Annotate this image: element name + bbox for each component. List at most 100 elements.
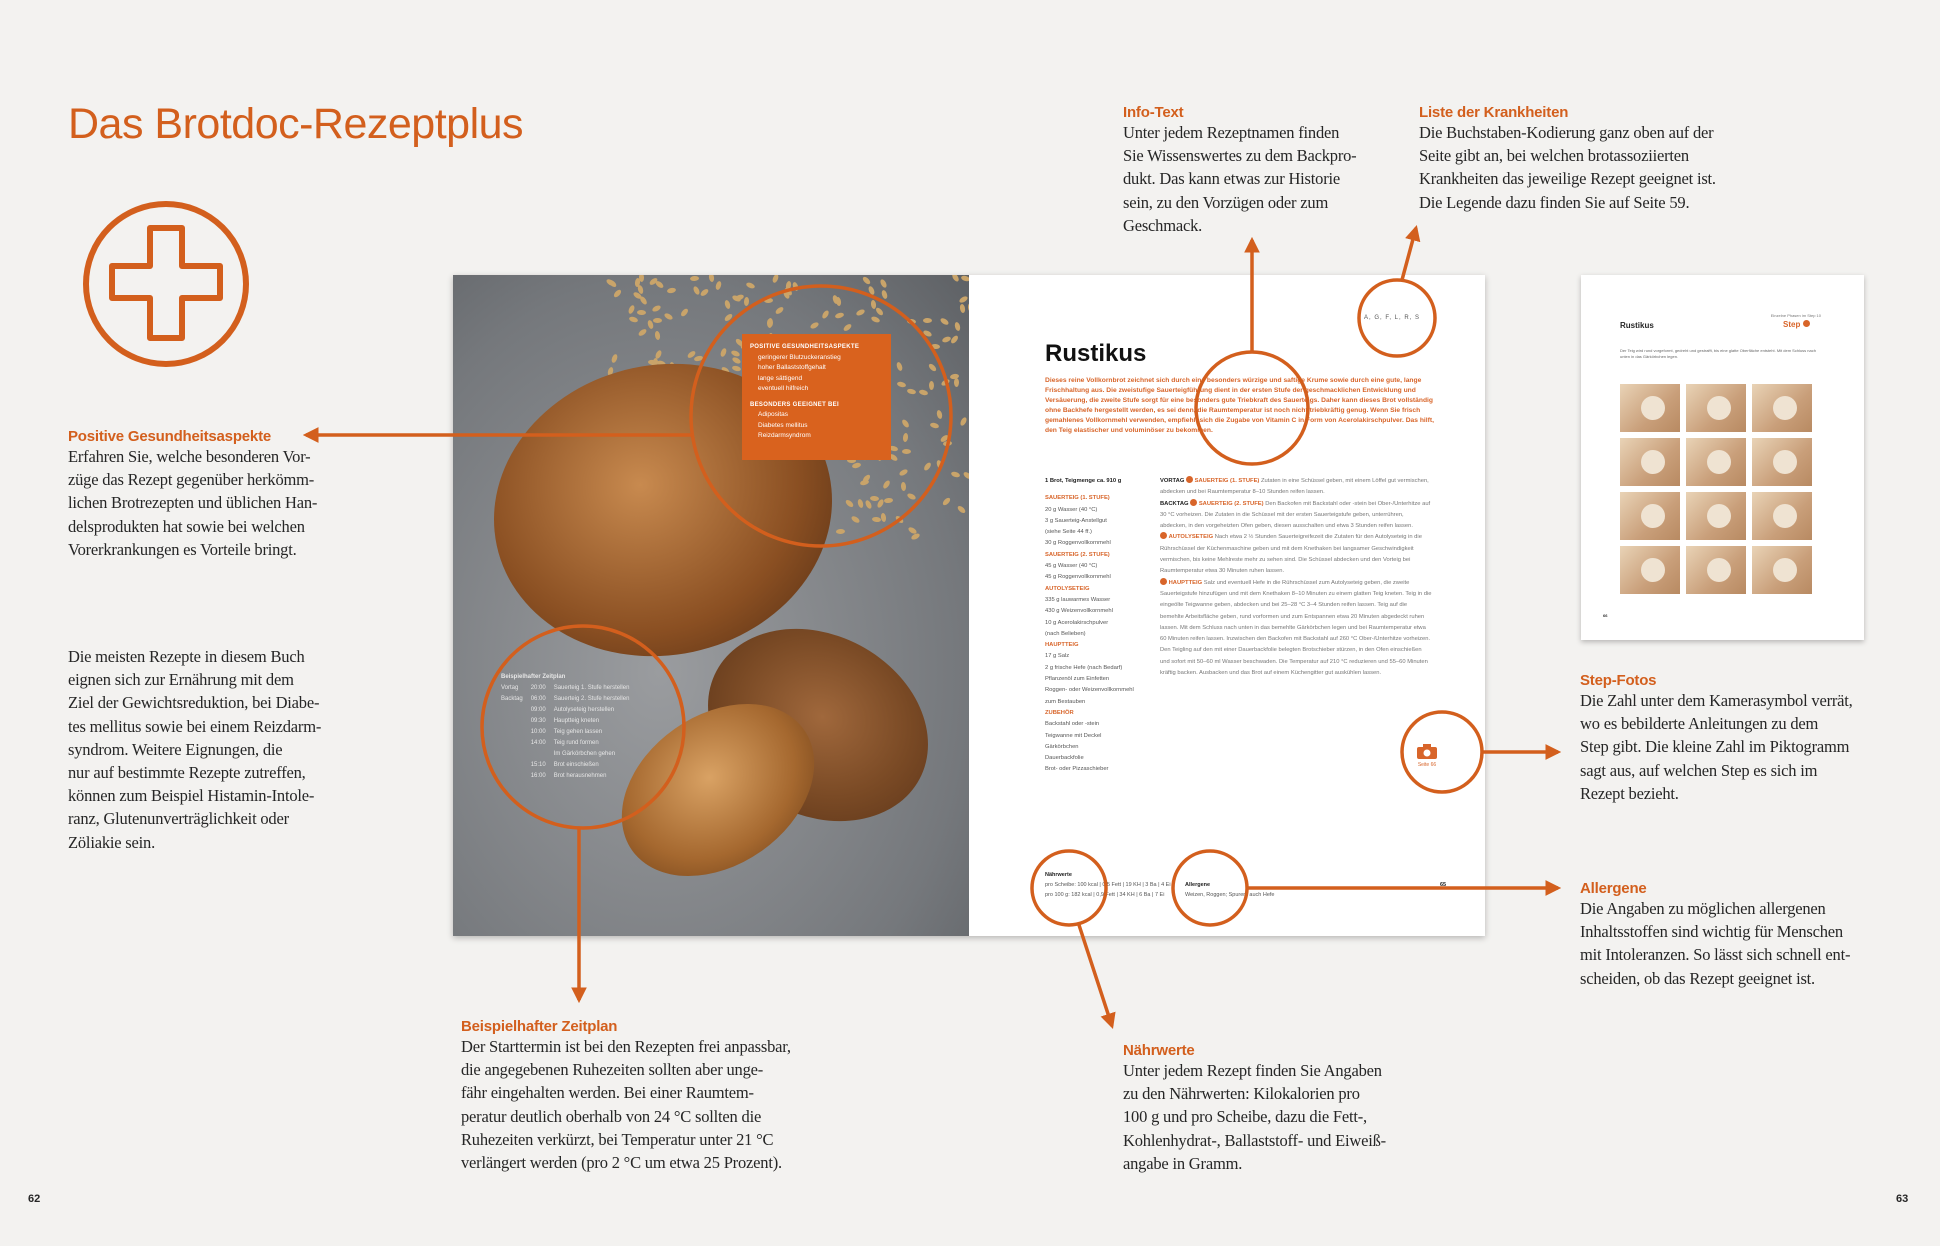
callout-allergene: Allergene Die Angaben zu möglichen aller… — [1580, 880, 1850, 990]
ingredient-line: HAUPTTEIG — [1045, 642, 1079, 649]
grain — [835, 296, 842, 307]
schedule-table: Vortag 20:00 Sauerteig 1. Stufe herstellen… — [501, 683, 637, 782]
schedule-cell: Autolyseteig herstellen — [553, 707, 615, 713]
grain — [855, 308, 866, 317]
grain — [939, 316, 950, 326]
step-day: VORTAG — [1160, 478, 1185, 484]
grain — [785, 280, 792, 291]
schedule-cell: Sauerteig 2. Stufe herstellen — [553, 696, 630, 702]
text-line: Kohlenhydrat-, Ballaststoff- und Eiweiß- — [1123, 1130, 1386, 1150]
text-line: eignen sich zur Ernährung mit dem — [68, 670, 294, 690]
schedule-cell: Vortag — [501, 685, 519, 691]
grain — [929, 381, 935, 391]
grain — [844, 498, 855, 509]
step-photo — [1686, 546, 1746, 594]
text-line: züge das Rezept gegenüber herkömm- — [68, 470, 315, 490]
schedule-row: Vortag 20:00 Sauerteig 1. Stufe herstellen — [501, 683, 637, 694]
ingredient-line: SAUERTEIG (2. STUFE) — [1045, 551, 1110, 558]
callout-general: Die meisten Rezepte in diesem Buch eignen… — [68, 645, 321, 854]
nutrition-heading: Nährwerte — [1045, 872, 1072, 878]
schedule-cell: Teig gehen lassen — [553, 729, 603, 735]
text-line: Die meisten Rezepte in diesem Buch — [68, 647, 305, 666]
schedule-cell — [501, 771, 531, 782]
grain — [922, 460, 933, 472]
schedule-cell — [501, 760, 531, 771]
schedule-cell: 20:00 — [530, 685, 546, 691]
grain — [894, 514, 905, 525]
grain — [883, 497, 893, 504]
grain — [766, 318, 773, 329]
grain — [953, 321, 961, 332]
callout-text: Die meisten Rezepte in diesem Buch eignen… — [68, 645, 321, 854]
thumb-text: Der Teig wird rund vorgeformt, gedreht u… — [1620, 348, 1816, 359]
grain — [791, 281, 800, 292]
callout-naehrwerte: Nährwerte Unter jedem Rezept finden Sie … — [1123, 1042, 1386, 1175]
recipe-step: AUTOLYSETEIG Nach etwa 2 ½ Stunden Sauer… — [1160, 532, 1432, 577]
thumb-overline: Einzelne Phasen im Step 10 — [1770, 313, 1821, 318]
step-photo — [1620, 438, 1680, 486]
arrow-naehrwerte — [1077, 924, 1116, 1029]
grain — [651, 304, 662, 313]
grain — [612, 288, 623, 299]
text-line: Die Buchstaben-Kodierung ganz oben auf d… — [1419, 123, 1714, 142]
grain — [842, 323, 853, 333]
callout-text: Die Zahl unter dem Kamerasymbol verrät,w… — [1580, 689, 1853, 805]
grain — [869, 495, 879, 502]
callout-heading: Beispielhafter Zeitplan — [461, 1018, 618, 1035]
ingredient-line: Gärkörbchen — [1045, 743, 1079, 750]
text-line: Diabetes mellitus — [758, 421, 808, 429]
recipe-intro: Dieses reine Vollkornbrot zeichnet sich … — [1045, 377, 1434, 435]
grain — [731, 364, 742, 373]
grain — [949, 334, 960, 345]
schedule-cell: Sauerteig 1. Stufe herstellen — [553, 685, 630, 691]
health-aspects-box: POSITIVE GESUNDHEITSASPEKTE geringerer B… — [742, 334, 891, 460]
grain — [654, 349, 664, 360]
camera-icon — [1417, 744, 1437, 759]
thumb-page-number: 66 — [1603, 613, 1608, 618]
schedule-heading: Beispielhafter Zeitplan — [501, 674, 566, 680]
grain — [690, 275, 700, 282]
recipe-title: Rustikus — [1045, 340, 1147, 367]
schedule-cell: 16:00 — [530, 773, 546, 779]
ingredient-line: 10 g Acerolakirschpulver — [1045, 619, 1109, 626]
grain — [835, 528, 846, 535]
text-line: Die Angaben zu möglichen allergenen — [1580, 899, 1826, 918]
text-line: Unter jedem Rezept finden Sie Angaben — [1123, 1061, 1382, 1080]
text-line: die angegebenen Ruhezeiten sollten aber … — [461, 1060, 764, 1080]
text-line: Seite gibt an, bei welchen brotassoziier… — [1419, 146, 1689, 166]
ingredient-line: ZUBEHÖR — [1045, 709, 1074, 716]
grain — [809, 320, 820, 330]
grain — [901, 418, 911, 429]
text-line: dukt. Das kann etwas zur Historie — [1123, 169, 1341, 189]
recipe-steps: VORTAG SAUERTEIG (1. STUFE) Zutaten in e… — [1160, 476, 1432, 679]
ingredient-line: 3 g Sauerteig-Anstellgut — [1045, 517, 1107, 524]
step-title: SAUERTEIG (1. STUFE) — [1194, 478, 1260, 484]
text-line: 100 g und pro Scheibe, dazu die Fett-, — [1123, 1107, 1367, 1127]
grain — [922, 318, 933, 324]
grain — [693, 354, 704, 363]
step-photo — [1752, 546, 1812, 594]
grain — [731, 356, 742, 366]
grain — [708, 275, 715, 283]
callout-text: Die Buchstaben-Kodierung ganz oben auf d… — [1419, 121, 1716, 214]
ingredient-line: AUTOLYSETEIG — [1045, 585, 1090, 592]
grain — [901, 448, 911, 455]
arrow-krankheiten — [1400, 224, 1421, 281]
text-line: Der Starttermin ist bei den Rezepten fre… — [461, 1037, 791, 1056]
text-line: Zöliakie sein. — [68, 832, 156, 852]
grain — [956, 504, 967, 515]
ingredient-line: 45 g Roggenvollkornmehl — [1045, 574, 1111, 581]
schedule-cell — [501, 749, 531, 760]
bread-photo: POSITIVE GESUNDHEITSASPEKTE geringerer B… — [453, 275, 969, 936]
schedule-cell: Hauptteig kneten — [553, 718, 600, 724]
callout-heading: Liste der Krankheiten — [1419, 104, 1569, 121]
step-photo — [1620, 492, 1680, 540]
grain — [918, 388, 929, 396]
grain — [628, 315, 639, 324]
step-number-icon — [1160, 577, 1167, 585]
